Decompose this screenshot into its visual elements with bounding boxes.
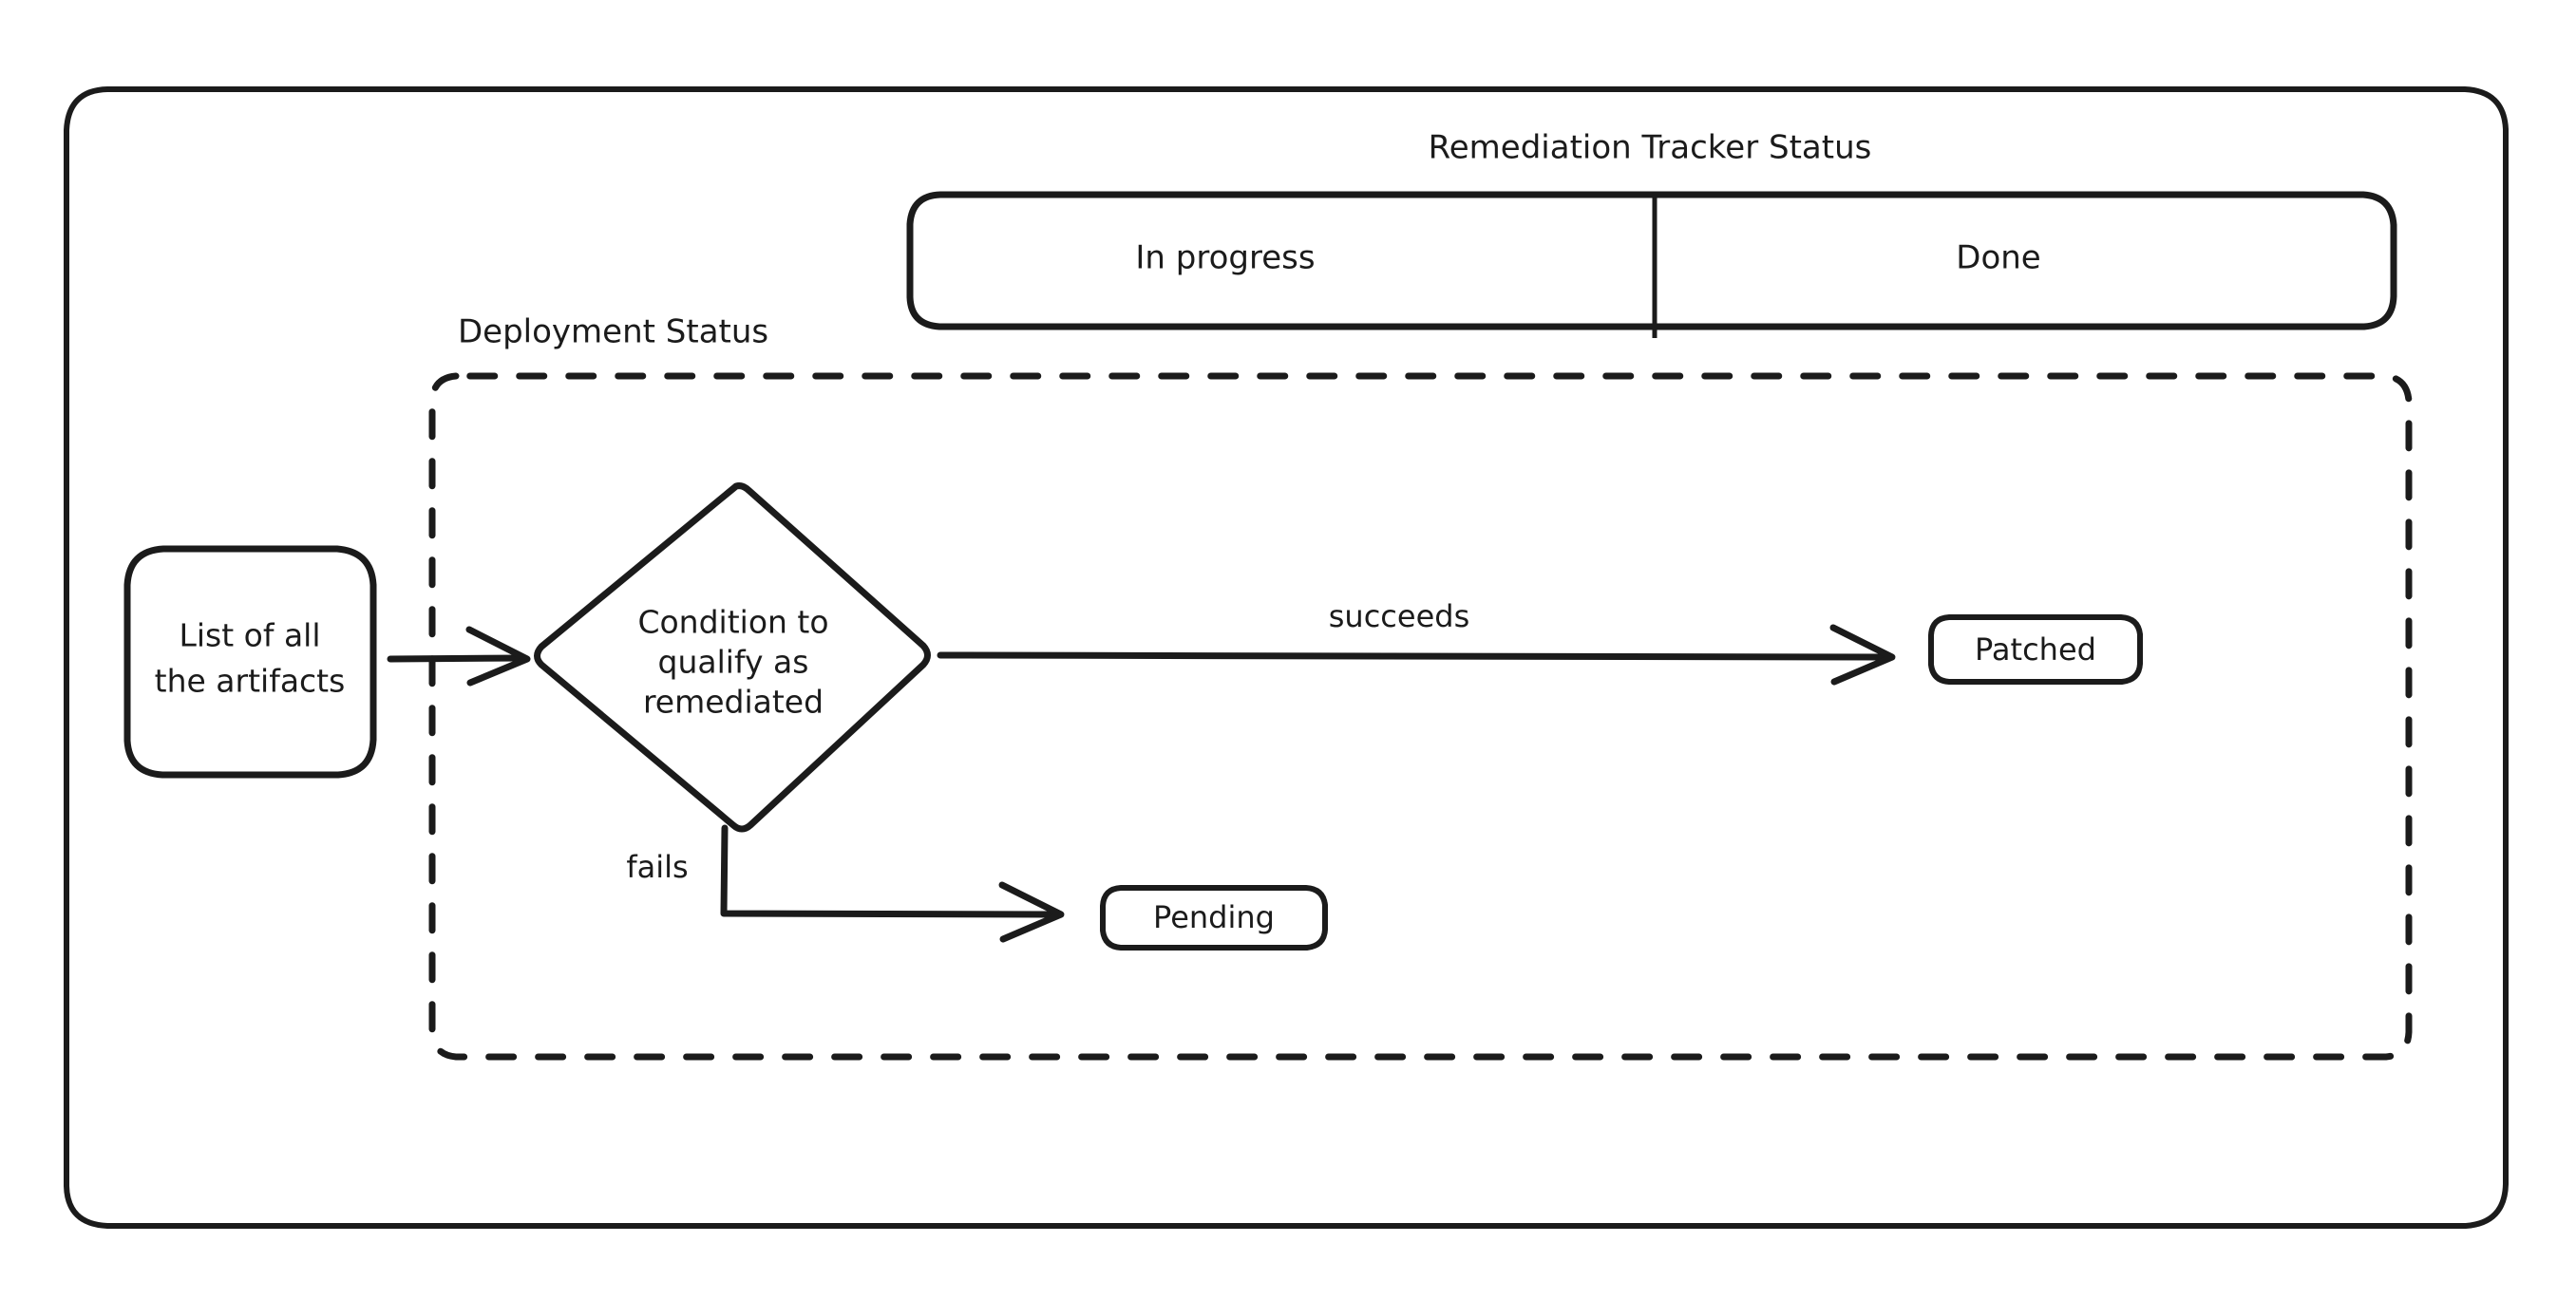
node-patched[interactable] [1928,614,2143,685]
node-pending[interactable] [1100,885,1328,951]
node-condition-line-1: Condition to [637,604,828,641]
edge-succeeds-arrowhead [1829,624,1896,686]
edge-artifacts-to-condition-arrowhead [465,626,531,687]
node-patched-label: Patched [1975,631,2096,668]
node-pending-label: Pending [1153,899,1275,935]
swimlane-container [906,191,2397,330]
edge-fails-arrowhead [998,881,1065,943]
group-container-deployment-status [428,372,2413,1061]
edge-succeeds-line [937,651,1889,661]
edge-artifacts-to-condition-line [387,654,525,663]
edge-succeeds-label: succeeds [1329,598,1470,634]
node-artifacts[interactable] [123,545,377,779]
edge-fails-line [720,824,1058,918]
node-condition-diamond[interactable] [534,482,931,833]
lane-label-done[interactable]: Done [1956,239,2040,277]
lane-label-in-progress[interactable]: In progress [1135,239,1315,277]
node-artifacts-line-1: List of all [179,617,320,654]
node-condition-line-2: qualify as [658,644,809,681]
swimlane-title: Remediation Tracker Status [1429,129,1872,167]
group-title-deployment-status: Deployment Status [458,313,768,351]
edge-fails-label: fails [626,849,688,885]
node-artifacts-line-2: the artifacts [155,663,346,700]
outer-container [64,86,2509,1229]
node-condition-line-3: remediated [643,684,824,721]
